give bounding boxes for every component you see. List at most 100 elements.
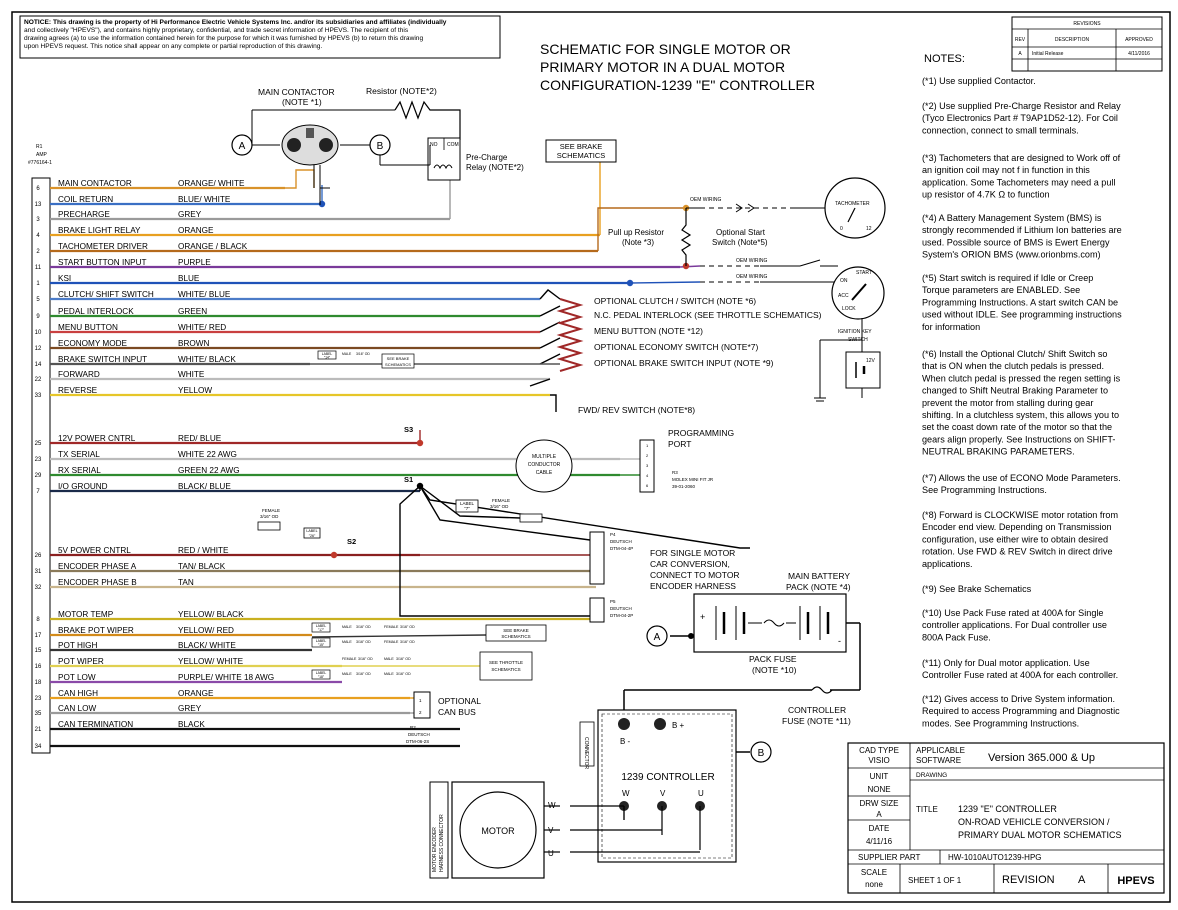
pot-male-3: MALE	[384, 657, 394, 661]
motor-v: V	[548, 826, 554, 835]
tb-company: HPEVS	[1117, 875, 1154, 887]
note-n6-line-3: When clutch pedal is pressed the regen s…	[922, 373, 1121, 383]
title-line-1: SCHEMATIC FOR SINGLE MOTOR OR	[540, 41, 791, 57]
connection-14	[550, 394, 557, 412]
wire-name-3: BRAKE LIGHT RELAY	[58, 226, 141, 235]
tachometer-label: TACHOMETER	[835, 201, 870, 207]
note-n6-line-1: (*6) Install the Optional Clutch/ Shift …	[922, 349, 1108, 359]
wire-color-11: WHITE/ BLACK	[178, 355, 236, 364]
wire-pin-23: 15	[35, 648, 42, 654]
junction-dot-5	[416, 482, 424, 490]
terminal-a-battery-label: A	[654, 632, 661, 643]
see-brake-pot-1: SEE BRAKE	[503, 628, 529, 633]
connector-label-2: #776164-1	[28, 160, 52, 166]
label-15-a: LABEL	[316, 639, 327, 643]
r2-part-2: DTM-06-2S	[406, 739, 429, 744]
note-n9-line-1: (*9) See Brake Schematics	[922, 584, 1032, 594]
wire-pin-17: 7	[36, 489, 40, 495]
switch-brake-label: OPTIONAL BRAKE SWITCH INPUT (NOTE *9)	[594, 358, 774, 368]
label-17-a: LABEL	[316, 624, 327, 628]
fwd-rev-label: FWD/ REV SWITCH (NOTE*8)	[578, 405, 695, 415]
wire-color-4: ORANGE / BLACK	[178, 242, 248, 251]
main-battery-2: PACK (NOTE *4)	[786, 582, 851, 592]
rev-header-desc: DESCRIPTION	[1055, 37, 1090, 43]
tb-title-1: 1239 "E" CONTROLLER	[958, 804, 1057, 814]
pot-od-2: 3/16" OD	[356, 640, 371, 644]
connection-19	[419, 485, 591, 541]
note-n4-line-4: System's ORION BMS (www.orionbms.com)	[922, 250, 1101, 260]
label-7-b: "7"	[464, 506, 470, 511]
wire-pin-1: 13	[35, 202, 42, 208]
pot-male-4: MALE	[342, 672, 352, 676]
note-n10-line-1: (*10) Use Pack Fuse rated at 400A for Si…	[922, 608, 1103, 618]
label-tag-26	[303, 527, 321, 539]
label-26-a: LABEL	[306, 529, 317, 533]
precharge-relay-label-2: Relay (NOTE*2)	[466, 163, 524, 172]
wire-name-7: CLUTCH/ SHIFT SWITCH	[58, 290, 154, 299]
note-n12-line-1: (*12) Gives access to Drive System infor…	[922, 694, 1115, 704]
tach-zero: 0	[840, 226, 843, 232]
controller-b-minus: B -	[620, 737, 631, 746]
note-n5-line-3: Programming Instructions. A start switch…	[922, 297, 1118, 307]
multi-cable-3: CABLE	[536, 470, 553, 476]
ign-lock: LOCK	[842, 306, 856, 312]
female-7-a: FEMALE	[492, 498, 510, 503]
wire-pin-26: 23	[35, 696, 42, 702]
note-n10-line-2: controller applications. For Dual contro…	[922, 620, 1107, 630]
wire-color-2: GREY	[178, 210, 202, 219]
see-throttle-1: SEE THROTTLE	[489, 660, 523, 665]
connection-9	[539, 321, 561, 333]
tb-title-label: TITLE	[916, 805, 938, 814]
wire-color-12: WHITE	[178, 370, 205, 379]
rev-header-approved: APPROVED	[1125, 37, 1153, 43]
single-motor-4: ENCODER HARNESS	[650, 581, 736, 591]
tb-cad-type-label: CAD TYPE	[859, 746, 899, 755]
rev-header-rev: REV	[1015, 37, 1026, 43]
pot-female-2: FEMALE	[384, 640, 399, 644]
note-n5-line-4: used without IDLE. See programming instr…	[922, 310, 1122, 320]
note-n6-line-7: set the coast down rate of the motor so …	[922, 422, 1112, 432]
optional-can-1: OPTIONAL	[438, 696, 481, 706]
connection-11	[539, 353, 561, 365]
wire-name-12: FORWARD	[58, 370, 100, 379]
r2-part-1: DEUTSCH	[408, 732, 430, 737]
wire-color-0: ORANGE/ WHITE	[178, 179, 245, 188]
wire-color-9: WHITE/ RED	[178, 323, 226, 332]
note-n8-line-4: rotation. Use FWD & REV Switch in direct…	[922, 547, 1113, 557]
oem-wiring-ksi: OEM WIRING	[736, 274, 767, 280]
r3-name: R3	[672, 470, 678, 475]
programming-port-1: PROGRAMMING	[668, 428, 734, 438]
wire-color-26: ORANGE	[178, 689, 214, 698]
wire-name-22: BRAKE POT WIPER	[58, 626, 134, 635]
controller-connector-r1	[579, 721, 595, 767]
wire-name-0: MAIN CONTACTOR	[58, 179, 132, 188]
tachometer-area	[680, 177, 886, 402]
tb-date-label: DATE	[869, 824, 890, 833]
pot-male-4b: MALE	[384, 672, 394, 676]
tb-unit-label: UNIT	[870, 772, 889, 781]
see-brake-small-1: SEE BRAKE	[387, 356, 410, 361]
wire-color-22: YELLOW/ RED	[178, 626, 234, 635]
wire-name-10: ECONOMY MODE	[58, 339, 128, 348]
wire-name-28: CAN TERMINATION	[58, 720, 133, 729]
note-n8-line-5: applications.	[922, 559, 973, 569]
p5-part-1: DEUTSCH	[610, 606, 632, 611]
pot-male-2: MALE	[342, 640, 352, 644]
connector-r1	[31, 177, 51, 754]
precharge-relay-label-1: Pre-Charge	[466, 153, 508, 162]
note-n3-line-2: an ignition coil may not f in function i…	[922, 165, 1090, 175]
note-n3-line-3: application. Some Tachometers may need a…	[922, 177, 1115, 187]
pot-male-1: MALE	[342, 625, 352, 629]
note-n8-line-1: (*8) Forward is CLOCKWISE motor rotation…	[922, 510, 1118, 520]
revision-table: REVISIONS REV DESCRIPTION APPROVED A Ini…	[1011, 16, 1163, 72]
controller-label: 1239 CONTROLLER	[621, 772, 714, 783]
note-n11-line-2: Controller Fuse rated at 400A for each c…	[922, 670, 1118, 680]
note-n1-line-1: (*1) Use supplied Contactor.	[922, 76, 1036, 86]
main-battery-pack	[623, 593, 861, 763]
notice-line-2: and collectively "HPEVS"), and contains …	[24, 27, 409, 34]
contactor-body	[281, 124, 339, 166]
wire-pin-5: 11	[35, 265, 42, 271]
r2-connector	[413, 691, 431, 719]
note-n4-line-1: (*4) A Battery Management System (BMS) i…	[922, 213, 1102, 223]
